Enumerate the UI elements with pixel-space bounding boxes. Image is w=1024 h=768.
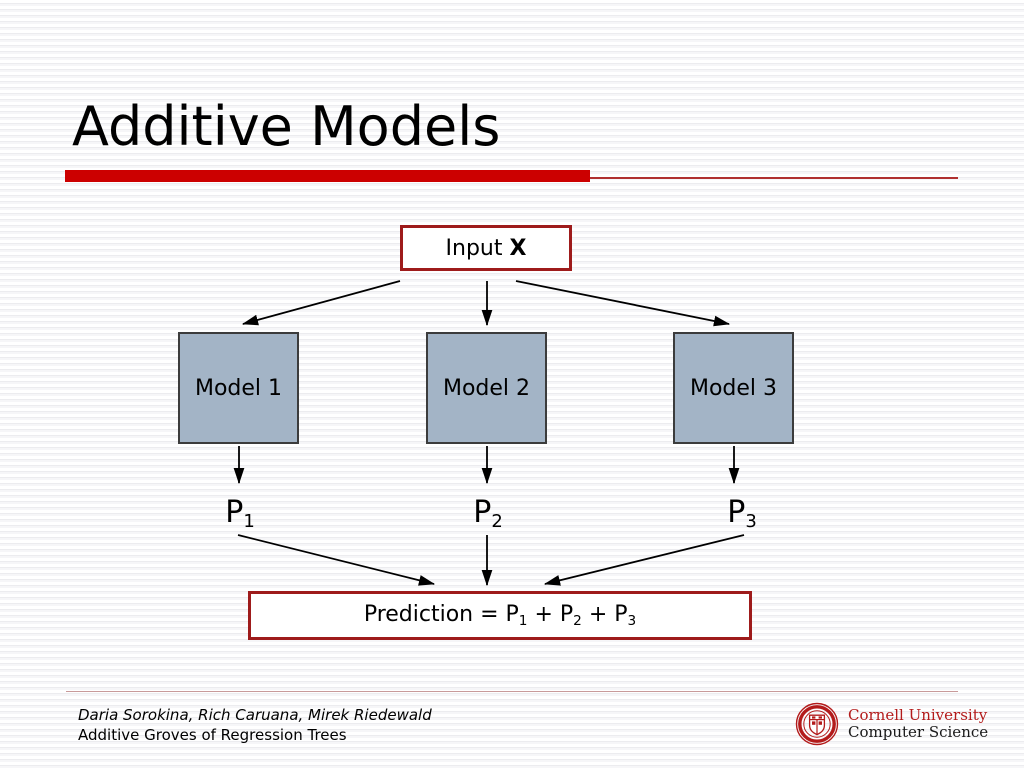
prediction-result-label: Prediction = P1 + P2 + P3 <box>364 602 636 629</box>
title-rule-thick <box>65 170 590 182</box>
input-node-label-variable: X <box>509 235 527 261</box>
arrow-p1-to-prediction <box>237 534 436 586</box>
prediction-term-1: P1 <box>180 495 300 532</box>
model-node-1: Model 1 <box>178 332 299 444</box>
prediction-term-2-base: P <box>473 495 492 530</box>
model-node-1-label: Model 1 <box>194 375 283 401</box>
cornell-seal-icon <box>795 702 839 746</box>
page-title: Additive Models <box>72 95 501 158</box>
arrow-input-to-model-1 <box>241 280 401 326</box>
prediction-term-3: P3 <box>682 495 802 532</box>
cornell-wordmark: Cornell University Computer Science <box>848 707 988 741</box>
arrow-p3-to-prediction <box>543 534 745 586</box>
model-node-3: Model 3 <box>673 332 794 444</box>
input-node-label: Input X <box>446 236 527 261</box>
model-node-2-label: Model 2 <box>442 375 531 401</box>
input-node: Input X <box>400 225 572 271</box>
prediction-term-1-base: P <box>225 495 244 530</box>
prediction-term-3-base: P <box>727 495 746 530</box>
model-node-2: Model 2 <box>426 332 547 444</box>
arrow-input-to-model-3 <box>515 280 731 327</box>
footer-divider <box>66 691 958 692</box>
prediction-result-prefix: Prediction = P <box>363 601 519 627</box>
prediction-term-2-subscript: 2 <box>491 511 503 533</box>
cornell-logo: Cornell University Computer Science <box>795 701 988 747</box>
footer-subtitle: Additive Groves of Regression Trees <box>78 726 347 744</box>
prediction-result-mid-1: + P <box>527 601 574 627</box>
prediction-result-sub-3: 3 <box>627 613 637 630</box>
prediction-term-3-subscript: 3 <box>745 511 757 533</box>
prediction-term-2: P2 <box>428 495 548 532</box>
model-node-3-label: Model 3 <box>689 375 778 401</box>
input-node-label-text: Input <box>445 235 510 261</box>
prediction-term-1-subscript: 1 <box>243 511 255 533</box>
computer-science-text: Computer Science <box>848 723 989 741</box>
footer-authors: Daria Sorokina, Rich Caruana, Mirek Ried… <box>78 706 432 724</box>
cornell-university-text: Cornell University <box>848 706 988 724</box>
prediction-result-node: Prediction = P1 + P2 + P3 <box>248 591 752 640</box>
prediction-result-sub-1: 1 <box>518 613 528 630</box>
prediction-result-mid-2: + P <box>581 601 628 627</box>
footer: Daria Sorokina, Rich Caruana, Mirek Ried… <box>78 705 432 745</box>
prediction-result-sub-2: 2 <box>573 613 582 630</box>
